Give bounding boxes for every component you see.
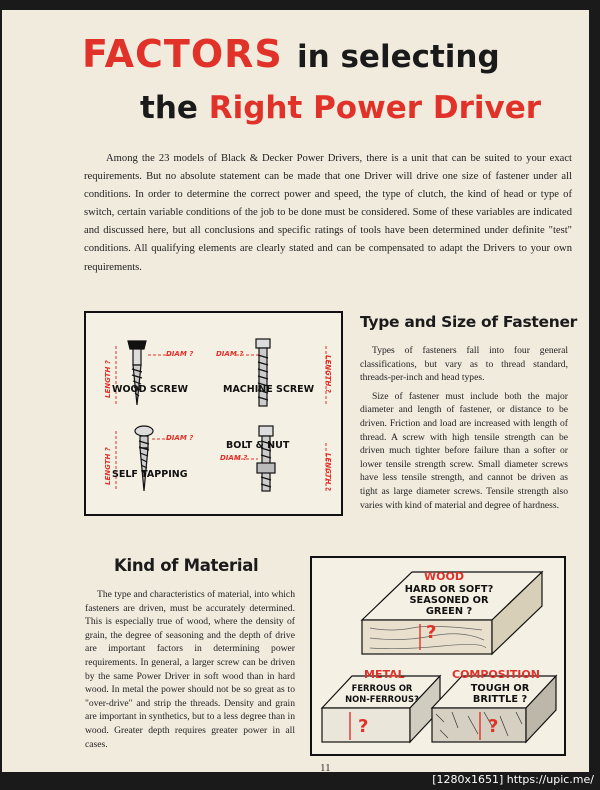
fastener-text: Types of fasteners fall into four genera… <box>360 345 568 511</box>
machine-screw-drawing <box>255 338 271 407</box>
material-drawings <box>320 570 558 744</box>
wood-screw-drawing <box>127 340 147 406</box>
title-line-1: FACTORS in selecting <box>82 32 500 76</box>
length-label-wood: LENGTH ? <box>104 360 112 398</box>
composition-questions: TOUGH OR BRITTLE ? <box>470 683 530 705</box>
self-tapping-drawing <box>134 425 154 492</box>
intro-paragraph: Among the 23 models of Black & Decker Po… <box>84 153 572 273</box>
material-heading: Kind of Material <box>114 556 259 575</box>
composition-question-mark: ? <box>488 716 499 737</box>
title-line-2: the Right Power Driver <box>140 90 541 126</box>
fastener-drawings <box>115 338 327 492</box>
diam-label-bolt: DIAM ? <box>220 454 248 462</box>
title-right-power-driver: Right Power Driver <box>208 90 542 126</box>
wood-title: WOOD <box>424 570 464 583</box>
wood-questions: HARD OR SOFT? SEASONED OR GREEN ? <box>404 584 494 617</box>
length-label-machine: LENGTH ? <box>324 355 332 393</box>
bolt-nut-drawing <box>256 425 276 492</box>
metal-title: METAL <box>364 668 405 681</box>
wood-block-drawing <box>360 570 544 656</box>
diam-label-tapping: DIAM ? <box>166 434 194 442</box>
image-size-stamp: [1280x1651] https://upic.me/ <box>432 773 594 786</box>
label-wood-screw: WOOD SCREW <box>112 384 188 395</box>
length-label-tapping: LENGTH ? <box>104 447 112 485</box>
title-factors: FACTORS <box>82 32 283 76</box>
wood-question-mark: ? <box>426 622 437 643</box>
composition-block-drawing <box>430 674 558 744</box>
title-in-selecting: in selecting <box>296 39 500 75</box>
material-text: The type and characteristics of material… <box>85 589 295 750</box>
metal-question-mark: ? <box>358 716 369 737</box>
fastener-heading: Type and Size of Fastener <box>360 313 578 331</box>
catalog-page: FACTORS in selecting the Right Power Dri… <box>2 10 589 772</box>
length-label-bolt: LENGTH ? <box>324 453 332 491</box>
label-machine-screw: MACHINE SCREW <box>223 384 315 395</box>
metal-block-drawing <box>320 674 442 744</box>
diam-label-wood: DIAM ? <box>166 350 194 358</box>
diam-label-machine: DIAM ? <box>216 350 244 358</box>
label-bolt-nut: BOLT & NUT <box>226 440 290 451</box>
metal-questions: FERROUS OR NON-FERROUS? <box>345 683 419 704</box>
label-self-tapping: SELF TAPPING <box>112 469 188 480</box>
fastener-diagram: DIAM ? DIAM ? DIAM ? DIAM ? LENGTH ? LEN… <box>84 311 343 516</box>
material-diagram: WOOD HARD OR SOFT? SEASONED OR GREEN ? ?… <box>310 556 566 756</box>
title-the: the <box>140 90 198 126</box>
page-number: 11 <box>320 762 331 772</box>
composition-title: COMPOSITION <box>452 668 540 681</box>
